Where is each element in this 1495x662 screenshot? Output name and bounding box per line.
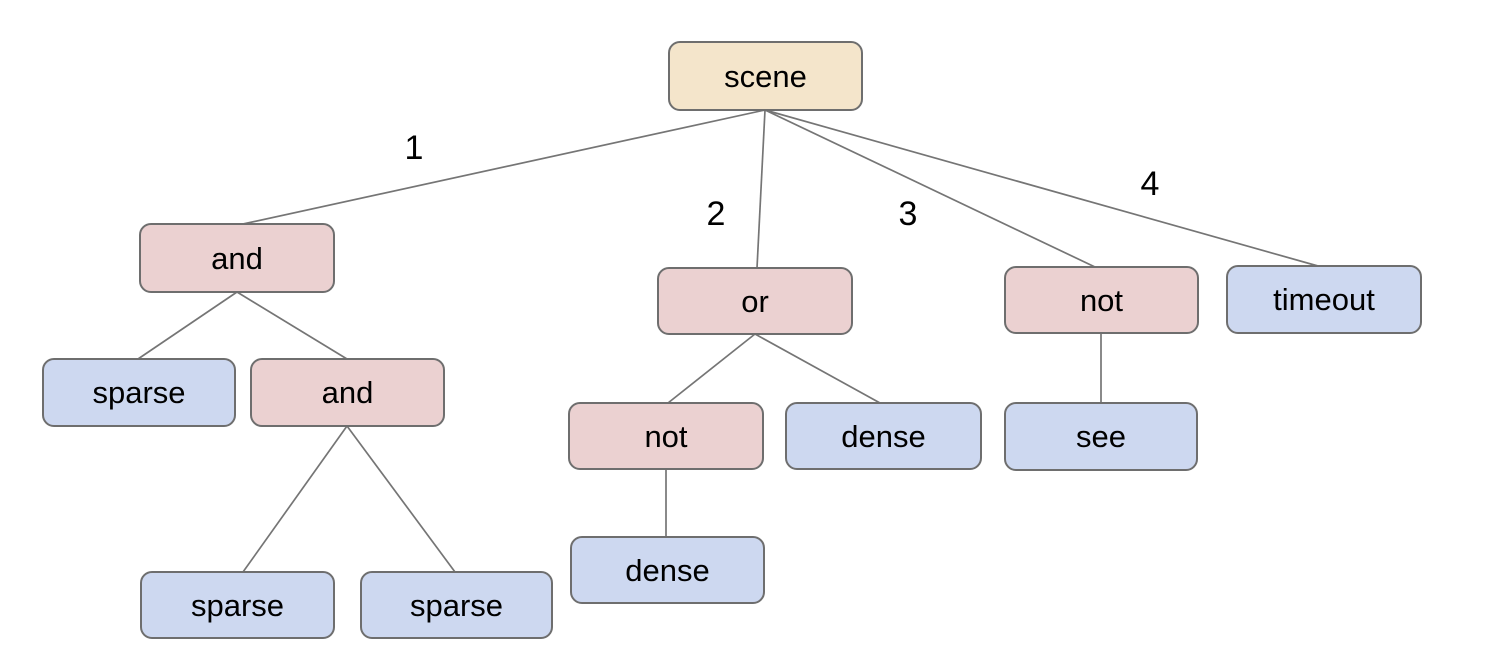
edge-and-and [236, 291, 348, 360]
edge-label-2: 2 [706, 195, 726, 233]
node-not-2: not [568, 402, 764, 470]
node-see: see [1004, 402, 1198, 471]
edge-label-3: 3 [898, 195, 918, 233]
node-timeout: timeout [1226, 265, 1422, 334]
edge-scene-and [242, 109, 766, 225]
node-dense-1: dense [785, 402, 982, 470]
edge-scene-timeout [764, 109, 1319, 267]
edge-scene-not [764, 109, 1096, 268]
node-not-1: not [1004, 266, 1199, 334]
edge-or-dense [754, 333, 881, 404]
node-sparse-2: sparse [140, 571, 335, 639]
node-or: or [657, 267, 853, 335]
node-sparse-1: sparse [42, 358, 236, 427]
node-scene: scene [668, 41, 863, 111]
edge-label-4: 4 [1140, 165, 1160, 203]
edge-and2-sparse [242, 425, 348, 573]
edge-label-1: 1 [404, 129, 424, 167]
node-and-2: and [250, 358, 445, 427]
edge-scene-or [756, 109, 766, 269]
node-dense-2: dense [570, 536, 765, 604]
edge-and2-sparse2 [346, 425, 456, 573]
edge-or-not [667, 333, 756, 404]
edge-and-sparse [137, 291, 238, 360]
node-and-1: and [139, 223, 335, 293]
node-sparse-3: sparse [360, 571, 553, 639]
